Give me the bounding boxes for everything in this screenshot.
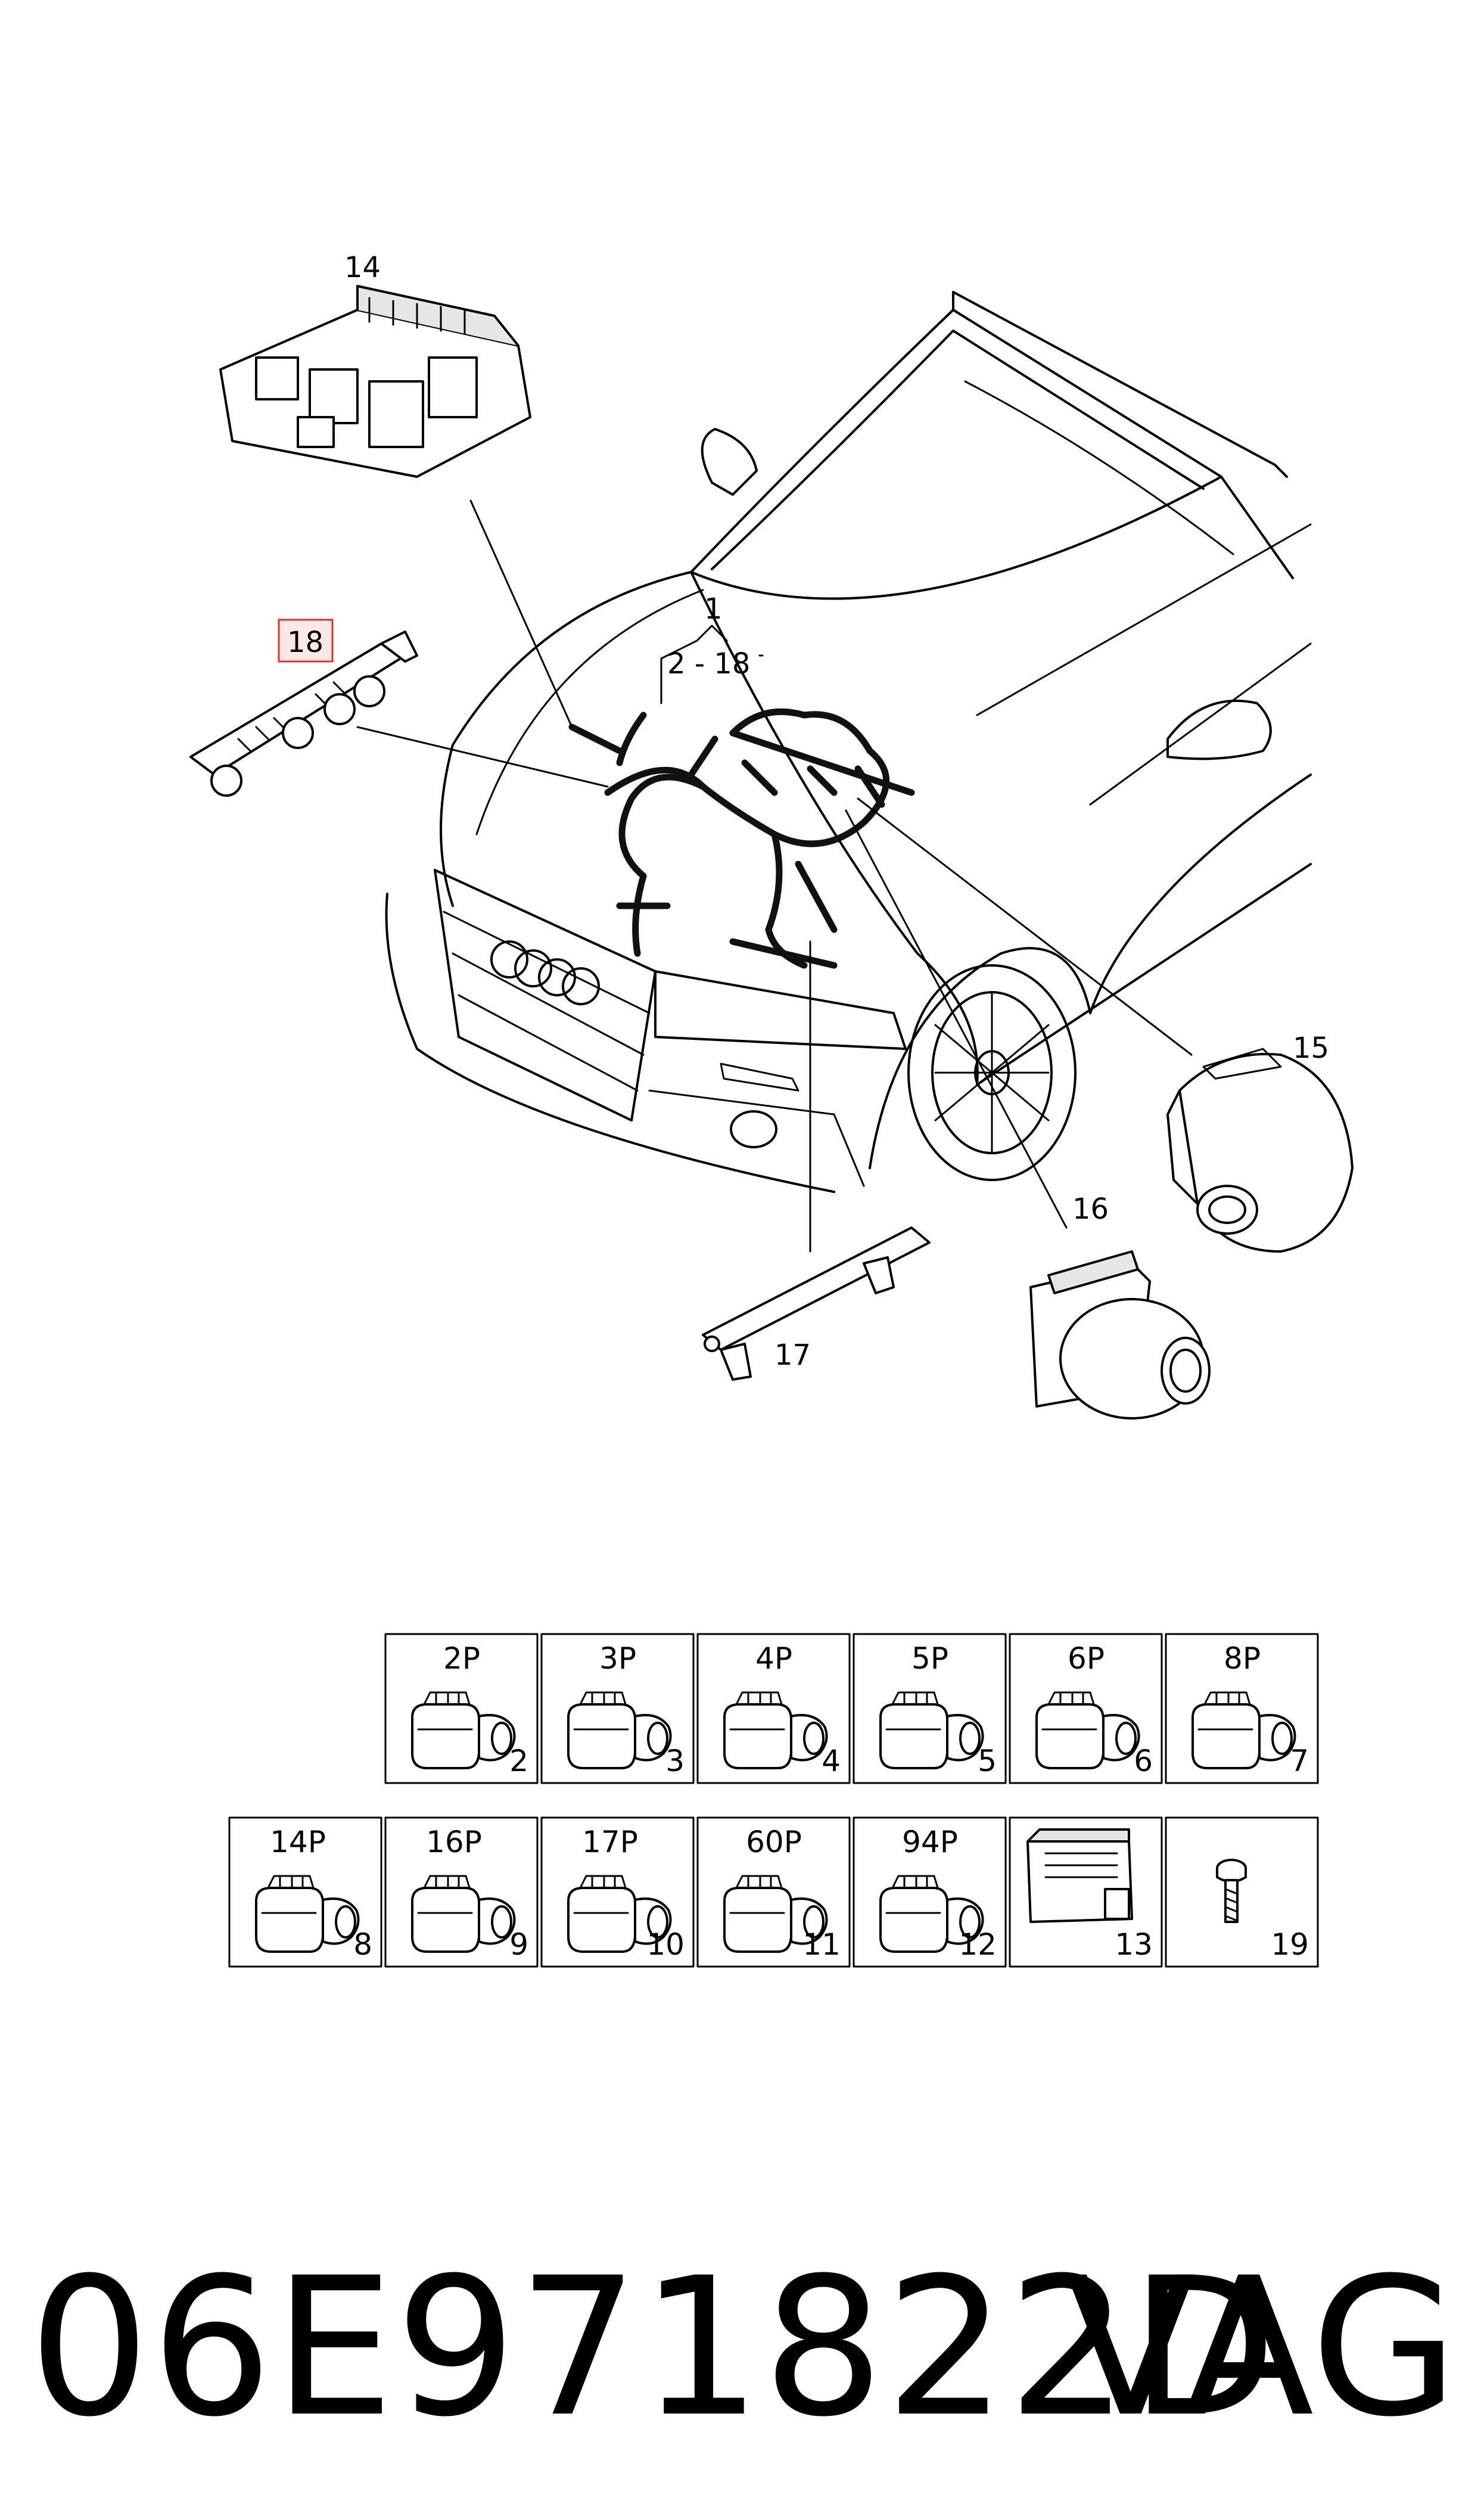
connector-label: 94P [902, 1825, 958, 1859]
connector-label: 14P [270, 1825, 326, 1859]
connector-cell[interactable]: 60P 11 [696, 1816, 851, 1968]
connector-number: 11 [802, 1927, 841, 1962]
connector-cell[interactable]: 13 [1009, 1816, 1163, 1968]
callout-15: 15 [1293, 1032, 1329, 1065]
connector-strip-part-18[interactable] [189, 630, 418, 797]
callout-1: 1 [704, 592, 723, 626]
connector-label: 6P [1068, 1641, 1105, 1676]
grommet-part-15[interactable] [1166, 1048, 1354, 1253]
callout-16: 16 [1072, 1192, 1109, 1226]
connector-cell[interactable]: 8P 7 [1165, 1633, 1319, 1784]
brand-name: VAG [1065, 2237, 1458, 2459]
connector-cell[interactable]: 3P 3 [540, 1633, 695, 1784]
connector-number: 8 [353, 1927, 372, 1962]
connector-grid: 2P 2 3P 3 4P 4 5P 5 6P 6 [228, 1633, 1319, 1968]
connector-label: 4P [755, 1641, 792, 1676]
callout-17: 17 [774, 1338, 811, 1372]
connector-number: 5 [978, 1744, 997, 1778]
connector-number: 19 [1271, 1927, 1309, 1962]
connector-cell[interactable]: 14P 8 [228, 1816, 382, 1968]
connector-cell[interactable]: 19 [1165, 1816, 1319, 1968]
control-module-icon [1026, 1828, 1133, 1923]
part-number: 06E971822D [29, 2237, 1278, 2459]
wiring-harness [568, 708, 915, 969]
connector-number: 2 [509, 1744, 528, 1778]
callouts: 1 2 - 18 14 15 16 17 18 [278, 251, 1329, 1372]
connector-number: 3 [665, 1744, 685, 1778]
grommet-part-16[interactable] [1029, 1250, 1211, 1420]
connector-number: 6 [1134, 1744, 1153, 1778]
callout-14: 14 [344, 251, 381, 284]
connector-cell[interactable]: 5P 5 [853, 1633, 1007, 1784]
connector-number: 10 [646, 1927, 685, 1962]
connector-cell[interactable]: 17P 10 [540, 1816, 695, 1968]
connector-cell[interactable]: 94P 12 [853, 1816, 1007, 1968]
connector-label: 60P [746, 1825, 802, 1859]
connector-label: 5P [911, 1641, 948, 1676]
connector-cell[interactable]: 4P 4 [696, 1633, 851, 1784]
connector-label: 8P [1224, 1641, 1261, 1676]
footer: 06E971822D VAG [29, 2241, 1458, 2455]
connector-label: 3P [599, 1641, 636, 1676]
relay-box-part-14[interactable] [219, 285, 531, 478]
connector-number: 4 [822, 1744, 841, 1778]
connector-number: 9 [509, 1927, 528, 1962]
callout-18-highlight [278, 619, 334, 663]
callout-range: 2 - 18 [667, 647, 750, 681]
connector-cell[interactable]: 2P 2 [384, 1633, 539, 1784]
connector-cell[interactable]: 6P 6 [1009, 1633, 1163, 1784]
connector-label: 2P [443, 1641, 480, 1676]
connector-cell[interactable]: 16P 9 [384, 1816, 539, 1968]
connector-number: 7 [1290, 1744, 1309, 1778]
connector-number: 13 [1115, 1927, 1153, 1962]
connector-label: 17P [582, 1825, 638, 1859]
connector-label: 16P [426, 1825, 482, 1859]
bolt-icon [1216, 1859, 1247, 1923]
callout-18: 18 [287, 626, 323, 659]
connector-number: 12 [959, 1927, 997, 1962]
leader-lines [356, 499, 1193, 1253]
car-outline [385, 291, 1312, 1193]
harness-section-part-17[interactable] [702, 1226, 931, 1381]
